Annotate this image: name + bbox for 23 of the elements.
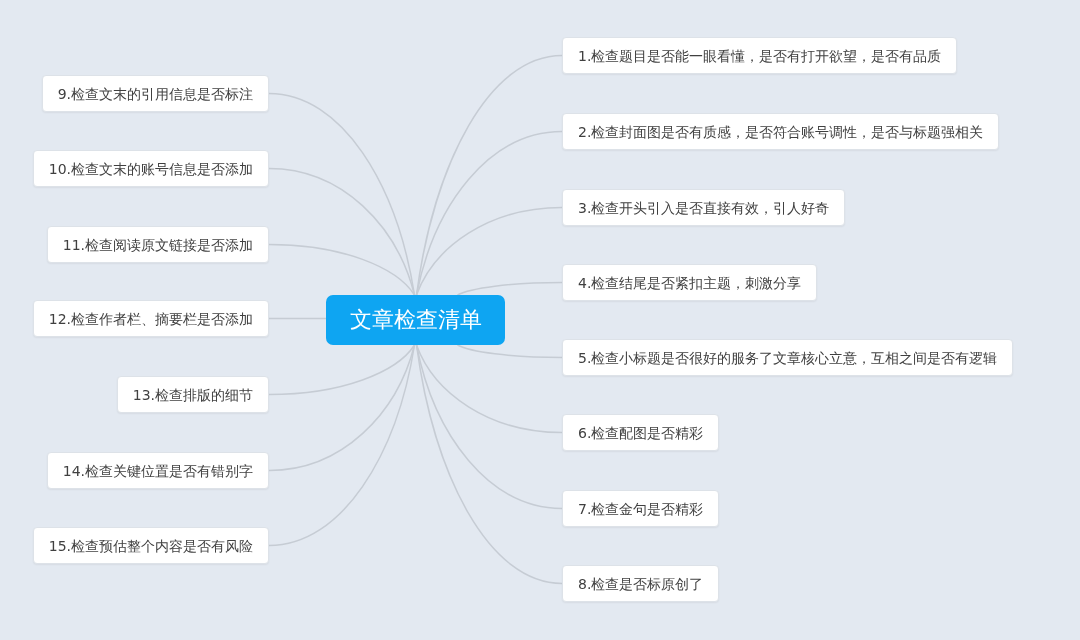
topic-box: 6.检查配图是否精彩 <box>562 414 720 451</box>
topic-box: 14.检查关键位置是否有错别字 <box>46 452 269 489</box>
topic-box: 10.检查文末的账号信息是否添加 <box>32 150 269 187</box>
topic-box: 8.检查是否标原创了 <box>562 565 720 602</box>
connector-line <box>268 243 416 296</box>
topic-box: 4.检查结尾是否紧扣主题，刺激分享 <box>562 264 818 301</box>
topic-box: 1.检查题目是否能一眼看懂，是否有打开欲望，是否有品质 <box>562 37 958 74</box>
connector-line <box>415 344 563 434</box>
topic-box: 15.检查预估整个内容是否有风险 <box>32 527 269 564</box>
connector-line <box>456 281 563 296</box>
topic-box: 7.检查金句是否精彩 <box>562 490 720 527</box>
connector-line <box>456 344 563 359</box>
connector-line <box>268 344 416 396</box>
topic-box: 2.检查封面图是否有质感，是否符合账号调性，是否与标题强相关 <box>562 113 1000 150</box>
connector-line <box>268 344 416 547</box>
connector-line <box>415 206 563 296</box>
central-topic-box: 文章检查清单 <box>326 295 505 345</box>
topic-box: 9.检查文末的引用信息是否标注 <box>41 75 269 112</box>
topic-box: 11.检查阅读原文链接是否添加 <box>46 226 269 263</box>
topic-box: 3.检查开头引入是否直接有效，引人好奇 <box>562 189 846 226</box>
topic-box: 5.检查小标题是否很好的服务了文章核心立意，互相之间是否有逻辑 <box>562 339 1014 376</box>
topic-box: 13.检查排版的细节 <box>116 376 269 413</box>
topic-box: 12.检查作者栏、摘要栏是否添加 <box>32 300 269 337</box>
